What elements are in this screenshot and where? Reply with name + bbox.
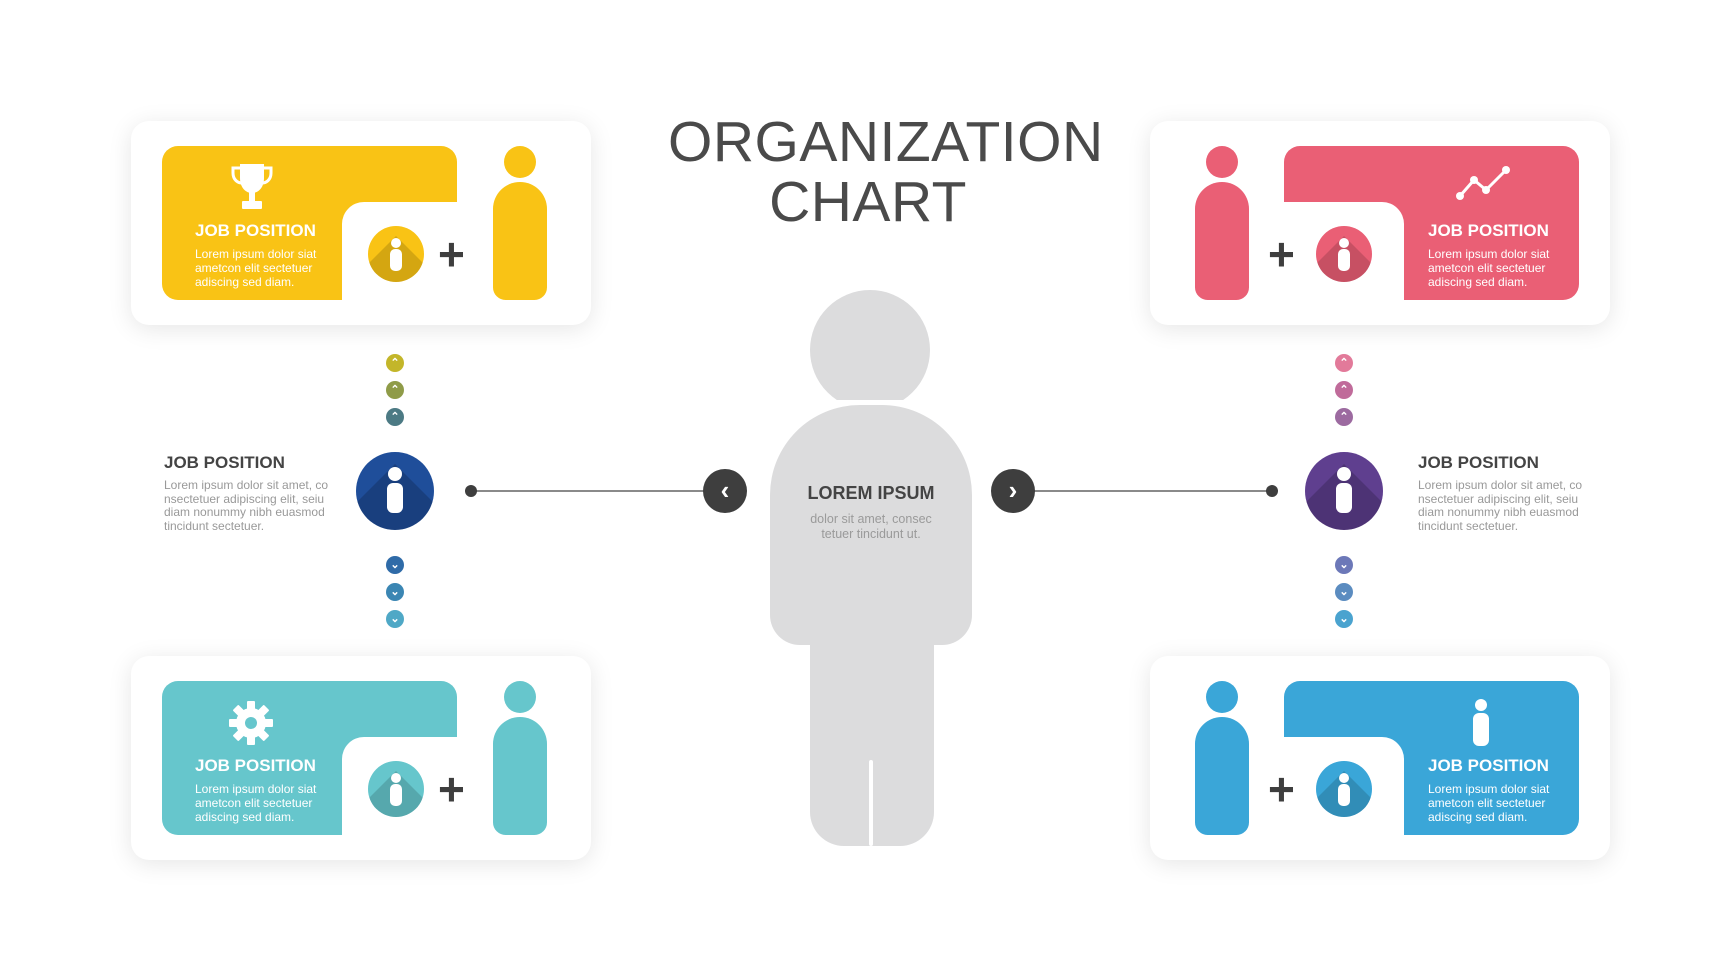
card-bottom-left-person-body — [493, 717, 547, 835]
right-connector-line — [1020, 490, 1272, 492]
card-bottom-left-desc: Lorem ipsum dolor siat ametcon elit sect… — [195, 782, 317, 824]
left-arrow-button[interactable]: ‹ — [703, 469, 747, 513]
title-line-2: CHART — [769, 170, 967, 234]
card-bottom-left-person-circle — [368, 761, 424, 817]
chevron-down-icon: ⌄ — [386, 583, 404, 601]
chevron-up-icon: ⌃ — [386, 354, 404, 372]
center-description: dolor sit amet, consec tetuer tincidunt … — [810, 512, 932, 541]
card-top-right-person-circle — [1316, 226, 1372, 282]
chevron-down-icon: ⌄ — [386, 610, 404, 628]
card-top-left-plus: + — [438, 228, 465, 280]
card-bottom-right-person-head — [1206, 681, 1238, 713]
chevron-down-icon: ⌄ — [386, 556, 404, 574]
center-person-neck-gap — [820, 400, 920, 408]
chevron-down-icon: ⌄ — [1335, 610, 1353, 628]
chevron-up-icon: ⌃ — [386, 381, 404, 399]
card-bottom-left-person-head — [504, 681, 536, 713]
left-node-person-circle — [356, 452, 434, 530]
card-bottom-left-title: JOB POSITION — [195, 756, 316, 775]
card-bottom-right-person-circle — [1316, 761, 1372, 817]
chart-title: ORGANIZATION CHART — [668, 110, 1104, 234]
line-chart-icon — [1456, 166, 1512, 202]
card-top-right-person-body — [1195, 182, 1249, 300]
right-node-desc: Lorem ipsum dolor sit amet, co nsectetue… — [1418, 478, 1583, 533]
card-top-left-desc: Lorem ipsum dolor siat ametcon elit sect… — [195, 247, 317, 289]
card-bottom-right-person-body — [1195, 717, 1249, 835]
center-person-leg-split — [869, 760, 873, 846]
left-connector-line — [470, 490, 728, 492]
right-arrow-button[interactable]: › — [991, 469, 1035, 513]
card-top-left-title: JOB POSITION — [195, 221, 316, 240]
chevron-up-icon: ⌃ — [386, 408, 404, 426]
title-line-1: ORGANIZATION — [668, 110, 1104, 174]
chevron-down-icon: ⌄ — [1335, 556, 1353, 574]
card-top-right-plus: + — [1268, 228, 1295, 280]
left-node-desc: Lorem ipsum dolor sit amet, co nsectetue… — [164, 478, 329, 533]
card-top-right-title: JOB POSITION — [1428, 221, 1549, 240]
card-bottom-right-title: JOB POSITION — [1428, 756, 1549, 775]
person-icon — [1468, 698, 1494, 748]
chevron-up-icon: ⌃ — [1335, 408, 1353, 426]
card-top-left-person-head — [504, 146, 536, 178]
card-bottom-right-plus: + — [1268, 763, 1295, 815]
trophy-icon — [230, 162, 274, 212]
gear-icon — [228, 700, 274, 746]
left-connector-dot — [465, 485, 477, 497]
chevron-up-icon: ⌃ — [1335, 381, 1353, 399]
right-node-title: JOB POSITION — [1418, 453, 1539, 472]
right-connector-dot — [1266, 485, 1278, 497]
card-top-right-person-head — [1206, 146, 1238, 178]
chevron-down-icon: ⌄ — [1335, 583, 1353, 601]
card-bottom-left-plus: + — [438, 763, 465, 815]
card-bottom-right-desc: Lorem ipsum dolor siat ametcon elit sect… — [1428, 782, 1550, 824]
card-top-right-desc: Lorem ipsum dolor siat ametcon elit sect… — [1428, 247, 1550, 289]
center-title: LOREM IPSUM — [807, 483, 935, 503]
center-person-head — [810, 290, 930, 410]
left-node-title: JOB POSITION — [164, 453, 285, 472]
chevron-up-icon: ⌃ — [1335, 354, 1353, 372]
card-top-left-person-body — [493, 182, 547, 300]
right-node-person-circle — [1305, 452, 1383, 530]
card-top-left-person-circle — [368, 226, 424, 282]
